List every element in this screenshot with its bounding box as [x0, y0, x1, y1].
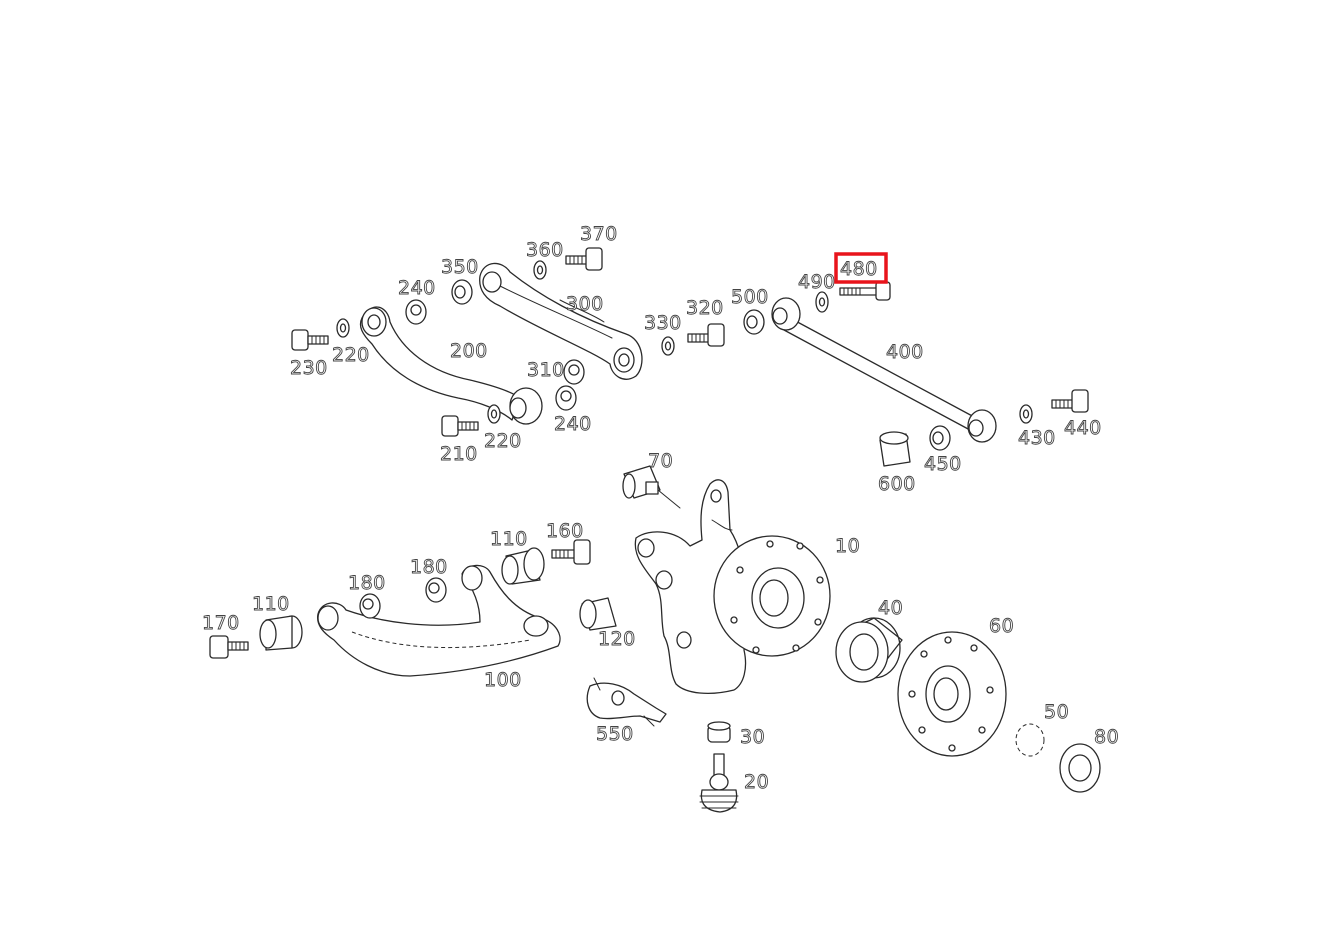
label-50: 50 — [1044, 701, 1069, 723]
bolt-320[interactable] — [687, 323, 725, 347]
bushing-110-right[interactable] — [501, 547, 545, 585]
label-210: 210 — [440, 443, 478, 465]
label-310: 310 — [527, 359, 565, 381]
washer-220-upper[interactable] — [336, 318, 350, 338]
label-10: 10 — [835, 535, 860, 557]
label-220-upper: 220 — [332, 344, 370, 366]
washer-430[interactable] — [1019, 404, 1033, 424]
label-180-right: 180 — [410, 556, 448, 578]
label-60: 60 — [989, 615, 1014, 637]
tie-rod-400[interactable] — [771, 297, 997, 443]
nut-500[interactable] — [743, 309, 765, 335]
label-220-lower: 220 — [484, 430, 522, 452]
label-500: 500 — [731, 286, 769, 308]
washer-360[interactable] — [533, 260, 547, 280]
label-120: 120 — [598, 628, 636, 650]
label-110-right: 110 — [490, 528, 528, 550]
label-180-left: 180 — [348, 572, 386, 594]
nut-450[interactable] — [929, 425, 951, 451]
nut-240-left[interactable] — [405, 299, 427, 325]
label-430: 430 — [1018, 427, 1056, 449]
label-240-right: 240 — [554, 413, 592, 435]
bushing-600[interactable] — [879, 431, 911, 467]
highlight-box-480 — [834, 252, 888, 284]
label-100: 100 — [484, 669, 522, 691]
bolt-160[interactable] — [551, 539, 591, 565]
label-240-left: 240 — [398, 277, 436, 299]
bracket-550[interactable] — [586, 677, 667, 727]
label-350: 350 — [441, 256, 479, 278]
brake-disc-10[interactable] — [713, 535, 831, 657]
ball-joint-20[interactable] — [699, 753, 739, 813]
label-80: 80 — [1094, 726, 1119, 748]
nut-350[interactable] — [451, 279, 473, 305]
label-20: 20 — [744, 771, 769, 793]
label-110-left: 110 — [252, 593, 290, 615]
bolt-230[interactable] — [291, 329, 329, 351]
bushing-110-left[interactable] — [259, 615, 303, 651]
nut-310[interactable] — [563, 359, 585, 385]
bushing-120[interactable] — [579, 597, 617, 631]
label-480[interactable]: 480 — [840, 258, 878, 281]
label-370: 370 — [580, 223, 618, 245]
nut-180-left[interactable] — [359, 593, 381, 619]
hub-nut-80[interactable] — [1059, 743, 1101, 793]
label-160: 160 — [546, 520, 584, 542]
washer-330[interactable] — [661, 336, 675, 356]
label-320: 320 — [686, 297, 724, 319]
control-arm-200[interactable] — [359, 306, 543, 425]
label-550: 550 — [596, 723, 634, 745]
label-400: 400 — [886, 341, 924, 363]
washer-50[interactable] — [1015, 723, 1045, 757]
label-170: 170 — [202, 612, 240, 634]
bolt-210[interactable] — [441, 415, 479, 437]
wheel-hub-60[interactable] — [897, 631, 1007, 757]
label-30: 30 — [740, 726, 765, 748]
label-300: 300 — [566, 293, 604, 315]
label-200: 200 — [450, 340, 488, 362]
label-450: 450 — [924, 453, 962, 475]
wheel-bearing-40[interactable] — [835, 617, 903, 683]
washer-220-lower[interactable] — [487, 404, 501, 424]
label-440: 440 — [1064, 417, 1102, 439]
lower-control-arm-100[interactable] — [316, 564, 561, 677]
label-40: 40 — [878, 597, 903, 619]
label-230: 230 — [290, 357, 328, 379]
bolt-170[interactable] — [209, 635, 249, 659]
bolt-480[interactable] — [839, 281, 891, 301]
nut-180-right[interactable] — [425, 577, 447, 603]
label-360: 360 — [526, 239, 564, 261]
label-330: 330 — [644, 312, 682, 334]
plug-70[interactable] — [622, 465, 681, 509]
label-70: 70 — [648, 450, 673, 472]
label-490: 490 — [798, 271, 836, 293]
bolt-440[interactable] — [1051, 389, 1089, 413]
steering-knuckle-10[interactable] — [634, 479, 748, 695]
nut-240-right[interactable] — [555, 385, 577, 411]
control-arm-300[interactable] — [479, 262, 643, 380]
washer-490[interactable] — [815, 291, 829, 313]
bolt-370[interactable] — [565, 247, 603, 271]
nut-30[interactable] — [707, 721, 731, 743]
label-600: 600 — [878, 473, 916, 495]
